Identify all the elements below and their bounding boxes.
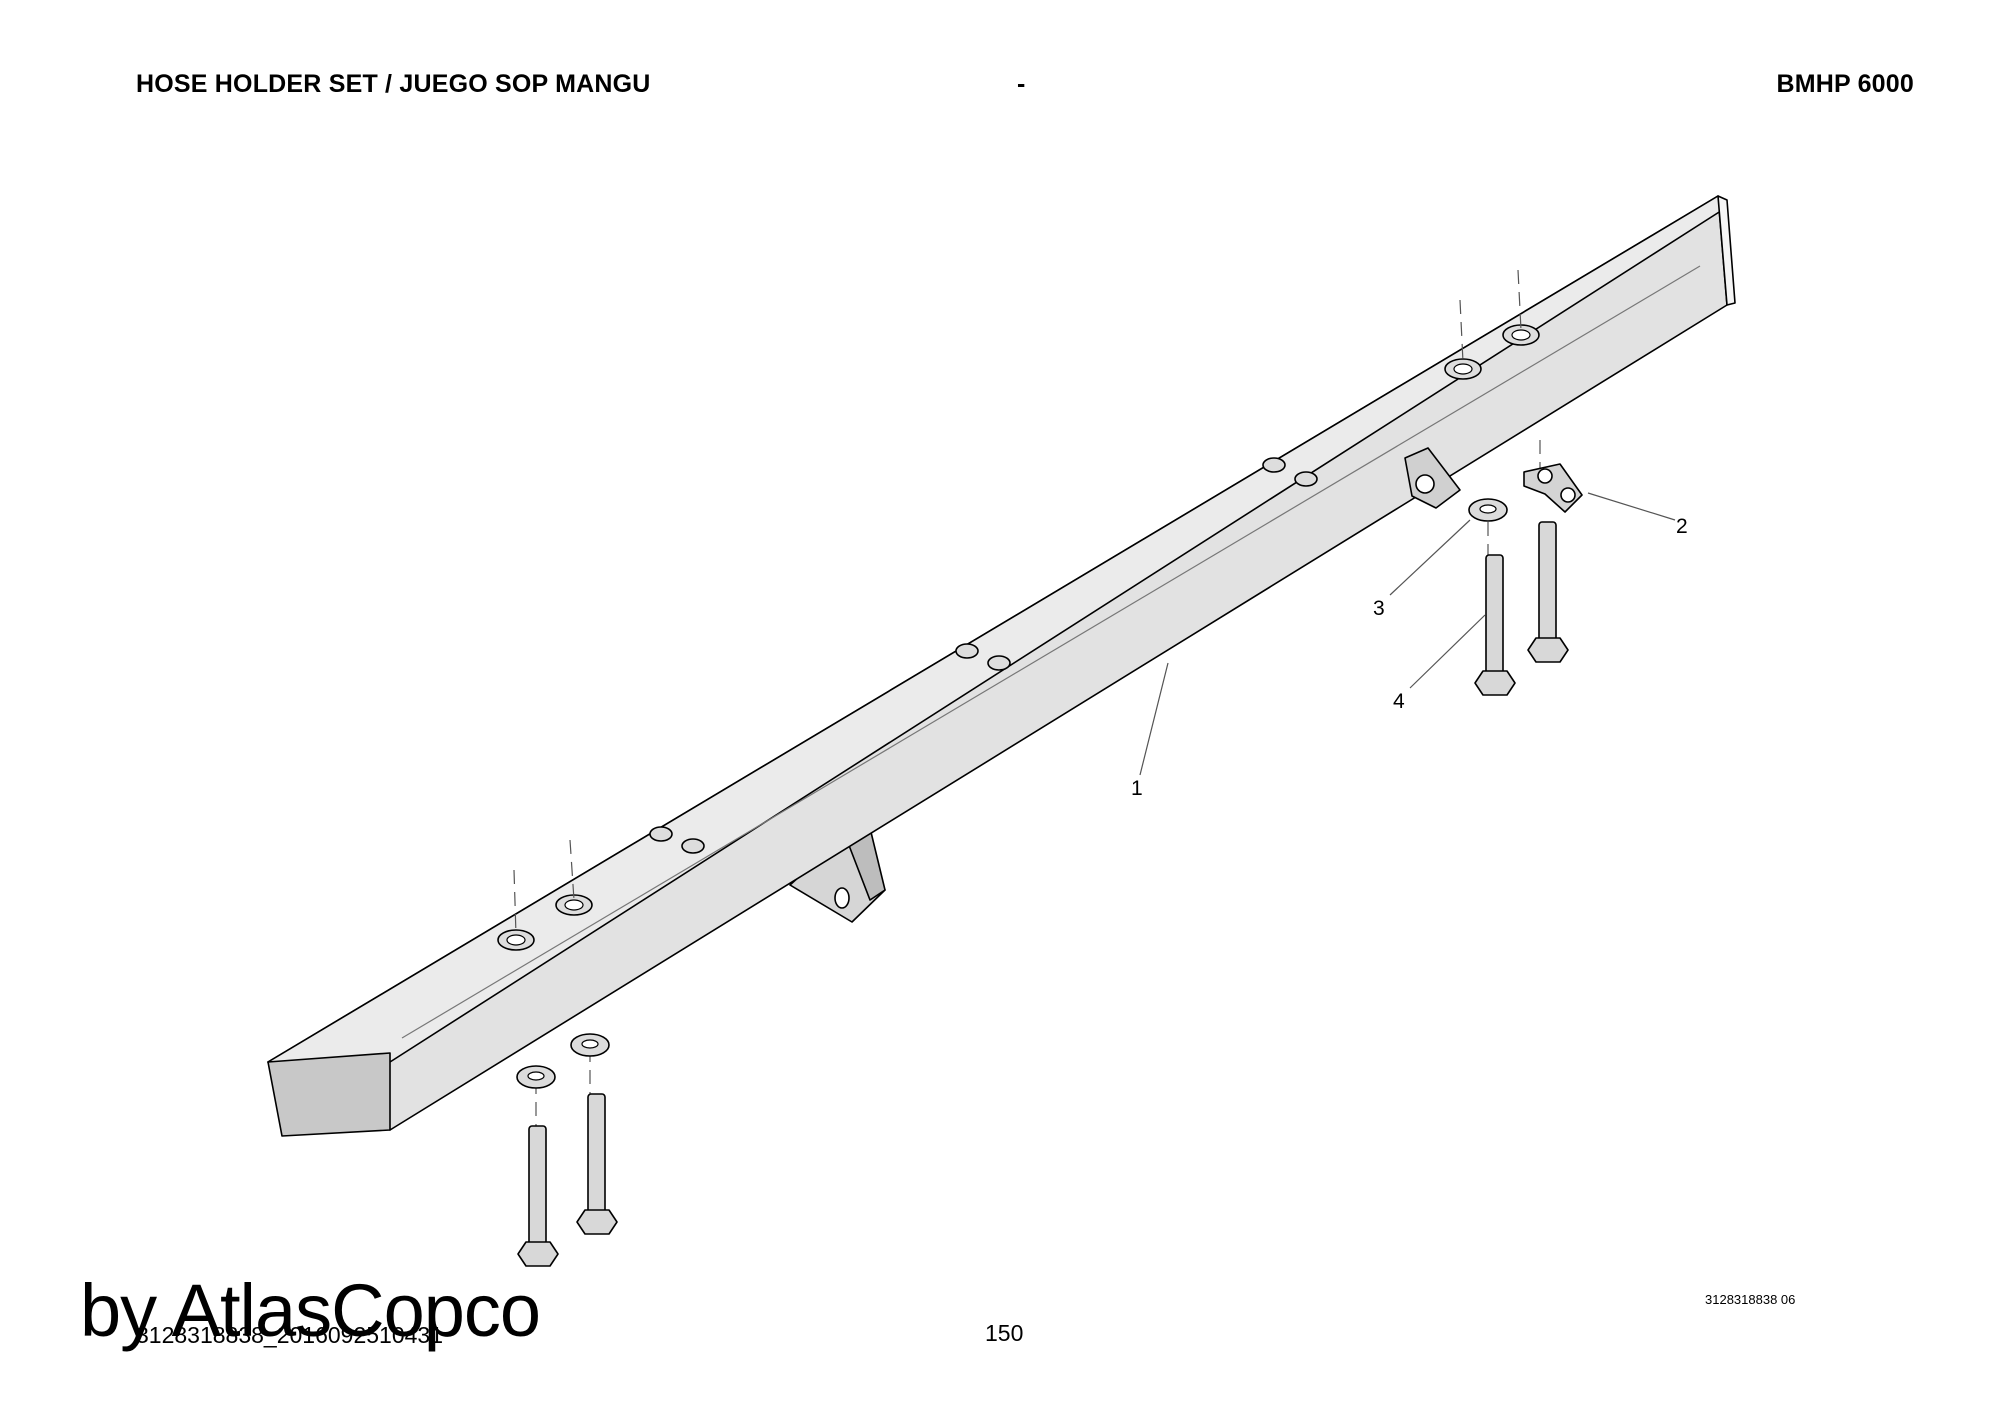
bolt-part-4 xyxy=(517,521,1569,1267)
callout-3: 3 xyxy=(1373,597,1385,620)
model-name: BMHP 6000 xyxy=(1776,70,1914,98)
drawing-code: 3128318838 06 xyxy=(1705,1292,1796,1307)
beam-stud xyxy=(987,655,1011,671)
lug-plate xyxy=(1404,447,1461,509)
header-separator: - xyxy=(1017,70,1026,98)
beam-stud xyxy=(955,643,979,659)
beam-stud xyxy=(1262,457,1286,473)
callout-4: 4 xyxy=(1393,690,1405,713)
document-reference: 3128318838_2016092510431 xyxy=(136,1322,443,1348)
page-title: HOSE HOLDER SET / JUEGO SOP MANGU xyxy=(136,70,651,98)
watermark: by AtlasCopco xyxy=(80,1269,541,1352)
washer-part-3 xyxy=(516,498,1508,1089)
callout-2: 2 xyxy=(1676,515,1688,538)
callout-1: 1 xyxy=(1131,777,1143,800)
clip-part-2 xyxy=(1523,463,1583,513)
beam-bracket xyxy=(789,827,886,923)
beam-stud xyxy=(649,826,673,842)
beam-stud xyxy=(1294,471,1318,487)
beam-stud xyxy=(681,838,705,854)
page-number: 150 xyxy=(985,1320,1024,1346)
